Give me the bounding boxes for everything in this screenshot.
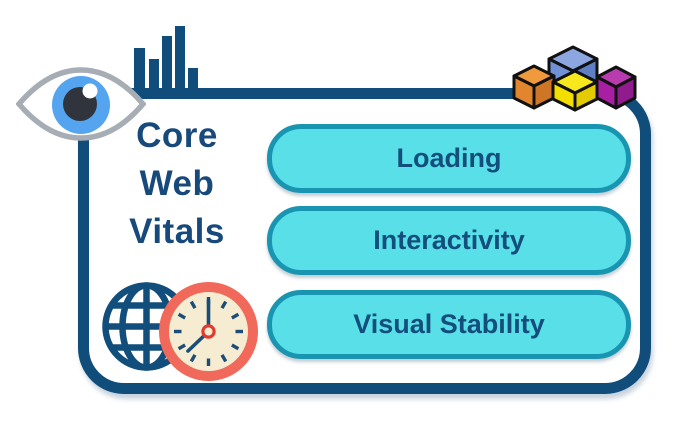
title-line-1: Core	[136, 116, 218, 155]
pill-loading[interactable]: Loading	[267, 124, 631, 193]
pill-interactivity[interactable]: Interactivity	[267, 206, 631, 275]
cubes-icon	[512, 45, 637, 112]
bar-chart-bar	[162, 36, 172, 96]
pill-interactivity-label: Interactivity	[373, 225, 525, 255]
clock-center-dot	[201, 324, 216, 339]
clock-ticks	[174, 297, 243, 366]
title-line-3: Vitals	[129, 212, 225, 251]
pill-visual-stability-label: Visual Stability	[353, 309, 545, 339]
pill-visual-stability[interactable]: Visual Stability	[267, 290, 631, 359]
cube-orange	[512, 64, 556, 110]
title-line-2: Web	[139, 164, 215, 203]
bar-chart-bar	[188, 68, 198, 96]
eye-icon	[16, 67, 146, 141]
bar-chart-bar	[134, 48, 145, 96]
cube-purple	[595, 65, 637, 110]
cube-yellow	[551, 69, 599, 112]
page-title: Core Web Vitals	[87, 112, 267, 256]
bar-chart-bar	[175, 26, 185, 96]
eye-highlight	[82, 83, 98, 99]
clock-icon	[159, 282, 258, 381]
pill-loading-label: Loading	[396, 143, 502, 173]
bar-chart-bar	[149, 59, 159, 96]
